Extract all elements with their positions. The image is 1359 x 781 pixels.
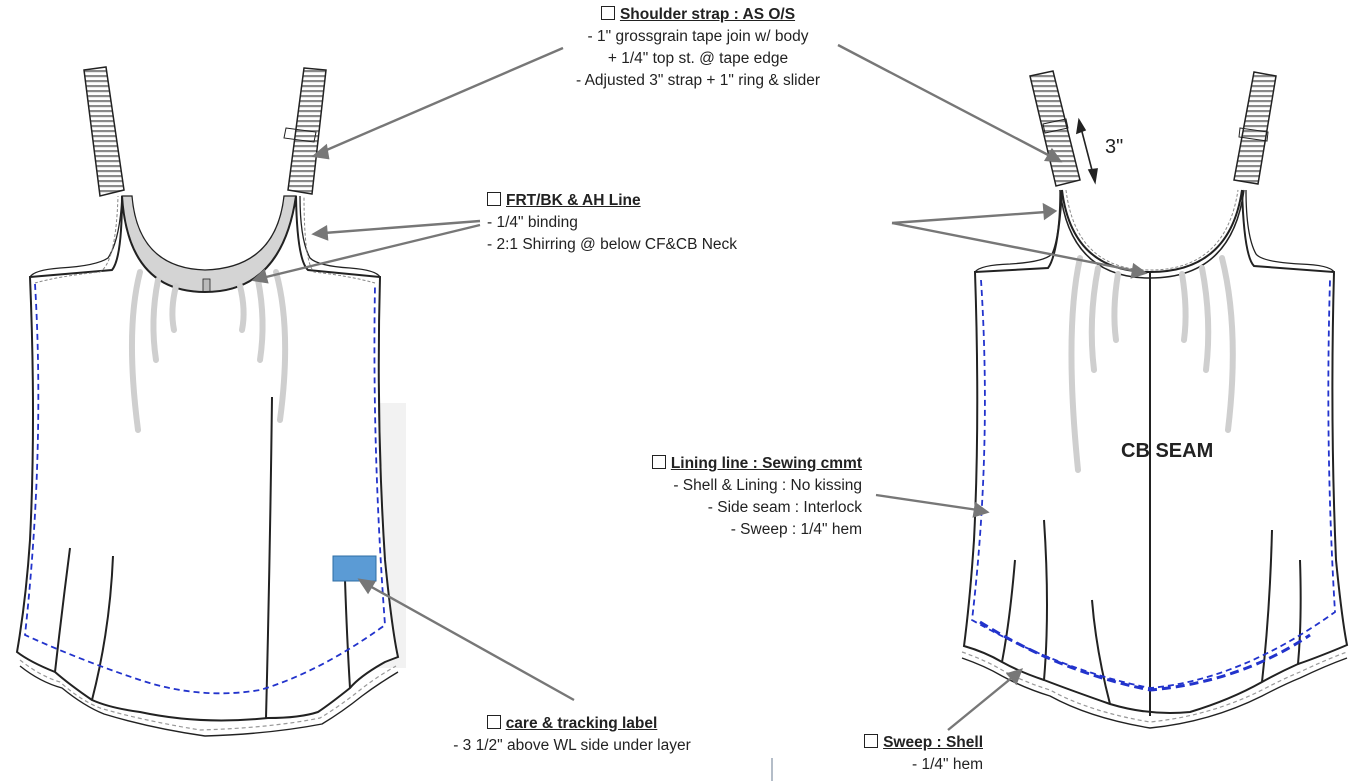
note-line: - 1" grossgrain tape join w/ body: [587, 28, 809, 45]
note-title: Sweep : Shell: [883, 734, 983, 751]
back-hem-edge: [961, 657, 1348, 729]
back-body: [962, 189, 1349, 714]
front-strap-slider: [283, 127, 317, 143]
note-line: - 1/4" hem: [912, 756, 983, 773]
front-hem-edge: [19, 665, 399, 737]
note-line: - Shell & Lining : No kissing: [673, 477, 862, 494]
note-line: - 1/4" binding: [487, 214, 578, 231]
note-sweep: Sweep : Shell - 1/4" hem: [840, 732, 983, 776]
strap-length-label: 3": [1105, 136, 1124, 158]
checkbox-icon: [600, 6, 615, 20]
back-shirring: [1068, 255, 1236, 473]
note-line: - 3 1/2" above WL side under layer: [453, 737, 691, 754]
note-title: care & tracking label: [505, 715, 658, 732]
care-label: [332, 555, 377, 582]
note-lining: Lining line : Sewing cmmt - Shell & Lini…: [600, 453, 862, 541]
checkbox-icon: [487, 192, 501, 206]
front-view: [15, 66, 406, 737]
checkbox-icon: [651, 455, 666, 469]
front-hem-stitch: [19, 659, 397, 731]
note-line: + 1/4" top st. @ tape edge: [607, 50, 789, 67]
note-line: - Side seam : Interlock: [707, 499, 862, 516]
front-neck-tab: [202, 278, 211, 294]
strap-length-arrow: [1076, 117, 1098, 185]
note-line: - 2:1 Shirring @ below CF&CB Neck: [487, 236, 738, 253]
note-title: FRT/BK & AH Line: [506, 192, 641, 209]
back-strap-slider-left: [1042, 118, 1069, 134]
back-hem-stitch: [961, 651, 1348, 723]
back-view: [961, 70, 1349, 729]
note-title: Lining line : Sewing cmmt: [670, 455, 862, 472]
front-strap-left: [83, 66, 125, 197]
front-folds: [54, 396, 351, 719]
back-strap-right: [1233, 71, 1277, 185]
leader-lines: [251, 43, 1148, 731]
checkbox-icon: [486, 715, 501, 729]
note-shoulder-strap: Shoulder strap : AS O/S - 1" grossgrain …: [548, 4, 848, 92]
back-strap-slider-right: [1238, 127, 1269, 142]
back-folds: [1001, 519, 1302, 705]
back-strap-left: [1029, 70, 1081, 187]
note-title: Shoulder strap : AS O/S: [619, 6, 796, 23]
note-line: - Sweep : 1/4" hem: [730, 521, 862, 538]
note-line: - Adjusted 3" strap + 1" ring & slider: [575, 72, 821, 89]
note-binding: FRT/BK & AH Line - 1/4" binding - 2:1 Sh…: [487, 190, 737, 256]
note-care-label: care & tracking label - 3 1/2" above WL …: [432, 713, 712, 757]
checkbox-icon: [864, 734, 879, 748]
cb-seam-label: CB SEAM: [1121, 440, 1214, 462]
back-lining-line: [971, 279, 1336, 689]
front-shirring: [128, 269, 289, 433]
